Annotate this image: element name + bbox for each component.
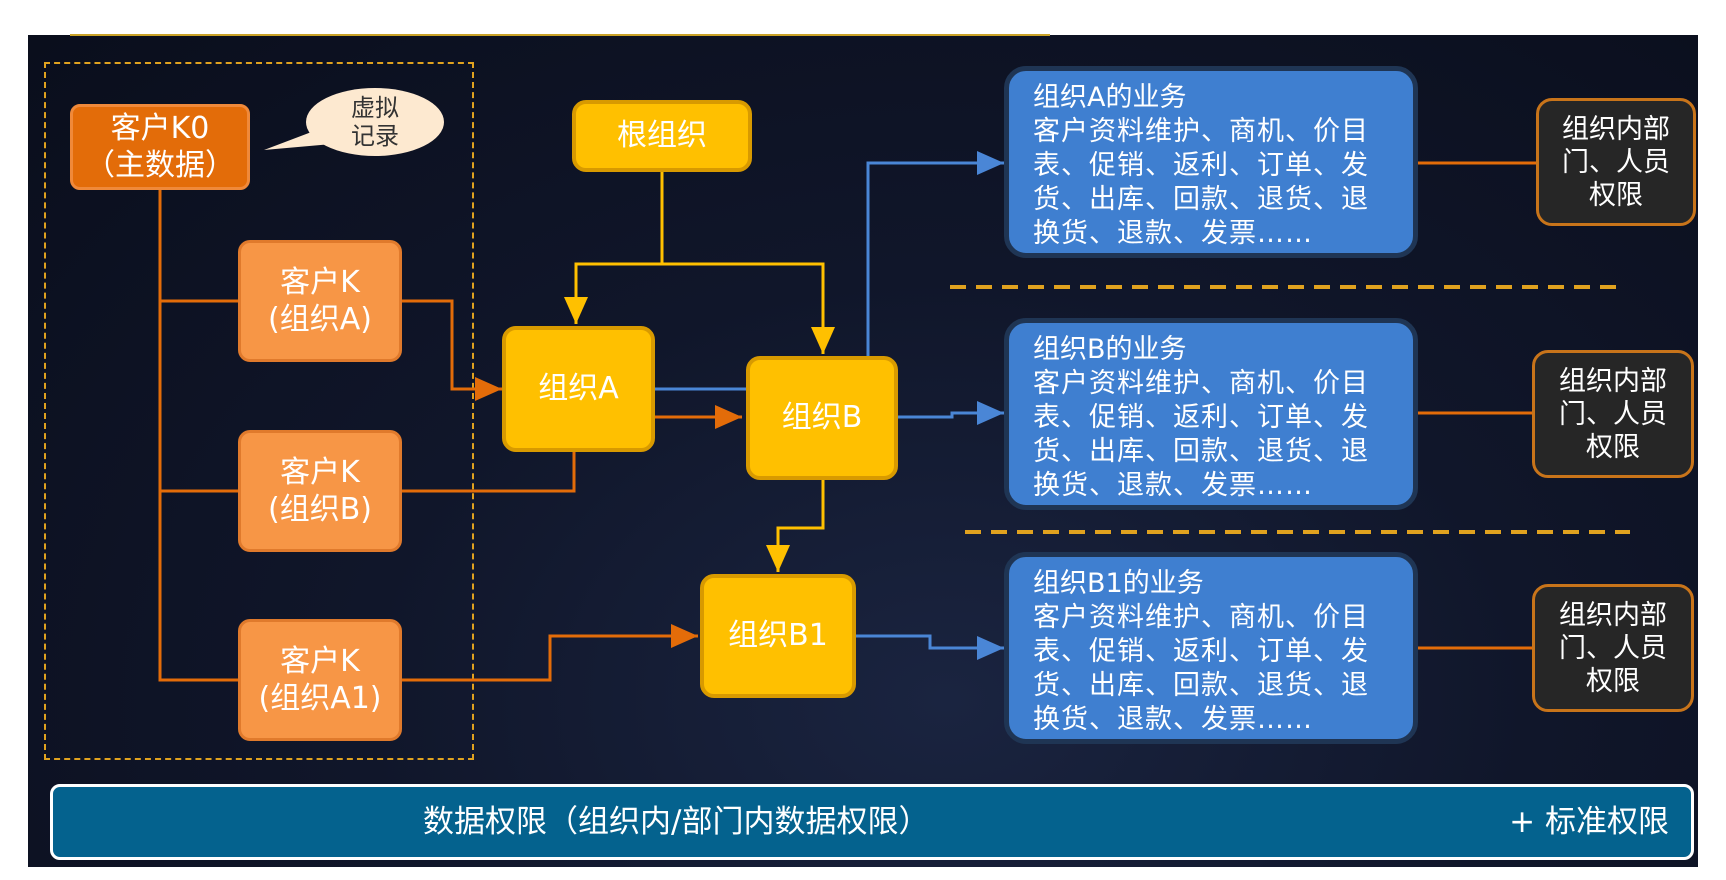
org-b-box: 组织B xyxy=(746,356,898,480)
virtual-record-bubble: 虚拟 记录 xyxy=(306,88,444,156)
customer-org-a-title: 客户K xyxy=(280,264,360,300)
business-desc-line: 货、出库、回款、退货、退 xyxy=(1033,184,1369,215)
customer-org-a1-subtitle: (组织A1) xyxy=(258,681,382,716)
permission-line: 门、人员 xyxy=(1559,398,1667,430)
permission-line: 门、人员 xyxy=(1562,146,1670,178)
ka-to-orga-arrow xyxy=(402,299,502,401)
ka1-to-orgb1-arrow xyxy=(402,624,698,682)
business-desc-line: 换货、退款、发票…… xyxy=(1033,470,1313,501)
orgb-to-biz-b-arrow xyxy=(898,401,1004,425)
business-desc-line: 换货、退款、发票…… xyxy=(1033,704,1313,735)
bubble-line-2: 记录 xyxy=(351,122,399,150)
data-permission-label: 数据权限（组织内/部门内数据权限） xyxy=(423,804,930,840)
customer-org-a-subtitle: (组织A) xyxy=(268,302,372,337)
bubble-line-1: 虚拟 xyxy=(351,94,399,122)
org-b1-label: 组织B1 xyxy=(728,618,828,654)
business-desc-line: 表、促销、返利、订单、发 xyxy=(1033,402,1369,433)
master-customer-subtitle: （主数据） xyxy=(85,148,235,183)
business-org-b1-title: 组织B1的业务 xyxy=(1033,568,1204,599)
master-customer-title: 客户K0 xyxy=(110,110,210,146)
business-org-a-box: 组织A的业务 客户资料维护、商机、价目 表、促销、返利、订单、发 货、出库、回款… xyxy=(1004,66,1418,258)
permission-line: 门、人员 xyxy=(1559,632,1667,664)
root-to-orga-arrow xyxy=(564,172,664,324)
business-desc-line: 货、出库、回款、退货、退 xyxy=(1033,436,1369,467)
business-org-b-box: 组织B的业务 客户资料维护、商机、价目 表、促销、返利、订单、发 货、出库、回款… xyxy=(1004,318,1418,510)
org-b-label: 组织B xyxy=(781,400,863,436)
business-org-b-title: 组织B的业务 xyxy=(1033,334,1187,365)
permission-line: 组织内部 xyxy=(1559,599,1667,631)
business-org-b1-box: 组织B1的业务 客户资料维护、商机、价目 表、促销、返利、订单、发 货、出库、回… xyxy=(1004,552,1418,744)
permission-box-b: 组织内部 门、人员 权限 xyxy=(1532,350,1694,478)
business-desc-line: 表、促销、返利、订单、发 xyxy=(1033,150,1369,181)
permission-box-a: 组织内部 门、人员 权限 xyxy=(1536,98,1696,226)
customer-group-dashed-frame xyxy=(44,62,474,760)
standard-permission-label: + 标准权限 xyxy=(1509,804,1669,840)
customer-org-b-subtitle: (组织B) xyxy=(268,492,372,527)
business-org-a-title: 组织A的业务 xyxy=(1033,82,1187,113)
customer-org-a1-box: 客户K (组织A1) xyxy=(238,619,402,741)
customer-org-b-title: 客户K xyxy=(280,454,360,490)
top-accent-line xyxy=(70,34,1050,36)
permission-box-b1: 组织内部 门、人员 权限 xyxy=(1532,584,1694,712)
business-desc-line: 表、促销、返利、订单、发 xyxy=(1033,636,1369,667)
master-trunk-line xyxy=(158,190,238,682)
business-desc-line: 客户资料维护、商机、价目 xyxy=(1033,602,1369,633)
data-permission-bar: 数据权限（组织内/部门内数据权限） + 标准权限 xyxy=(50,784,1694,860)
customer-org-a1-title: 客户K xyxy=(280,643,360,679)
business-desc-line: 换货、退款、发票…… xyxy=(1033,218,1313,249)
root-org-label: 根组织 xyxy=(617,118,707,154)
orgb1-to-biz-b1-arrow xyxy=(856,634,1004,660)
permission-line: 权限 xyxy=(1586,431,1640,463)
business-desc-line: 货、出库、回款、退货、退 xyxy=(1033,670,1369,701)
root-org-box: 根组织 xyxy=(572,100,752,172)
business-desc-line: 客户资料维护、商机、价目 xyxy=(1033,368,1369,399)
permission-line: 组织内部 xyxy=(1562,113,1670,145)
org-a-label: 组织A xyxy=(538,371,619,407)
kb-to-orgb-arrow xyxy=(402,405,742,493)
permission-line: 权限 xyxy=(1586,665,1640,697)
customer-org-b-box: 客户K (组织B) xyxy=(238,430,402,552)
org-b1-box: 组织B1 xyxy=(700,574,856,698)
root-to-orgb-arrow xyxy=(662,262,835,354)
master-customer-box: 客户K0 （主数据） xyxy=(70,104,250,190)
permission-line: 组织内部 xyxy=(1559,365,1667,397)
org-a-box: 组织A xyxy=(502,326,655,452)
permission-line: 权限 xyxy=(1589,179,1643,211)
customer-org-a-box: 客户K (组织A) xyxy=(238,240,402,362)
orgb-to-orgb1-arrow xyxy=(766,480,825,572)
business-desc-line: 客户资料维护、商机、价目 xyxy=(1033,116,1369,147)
